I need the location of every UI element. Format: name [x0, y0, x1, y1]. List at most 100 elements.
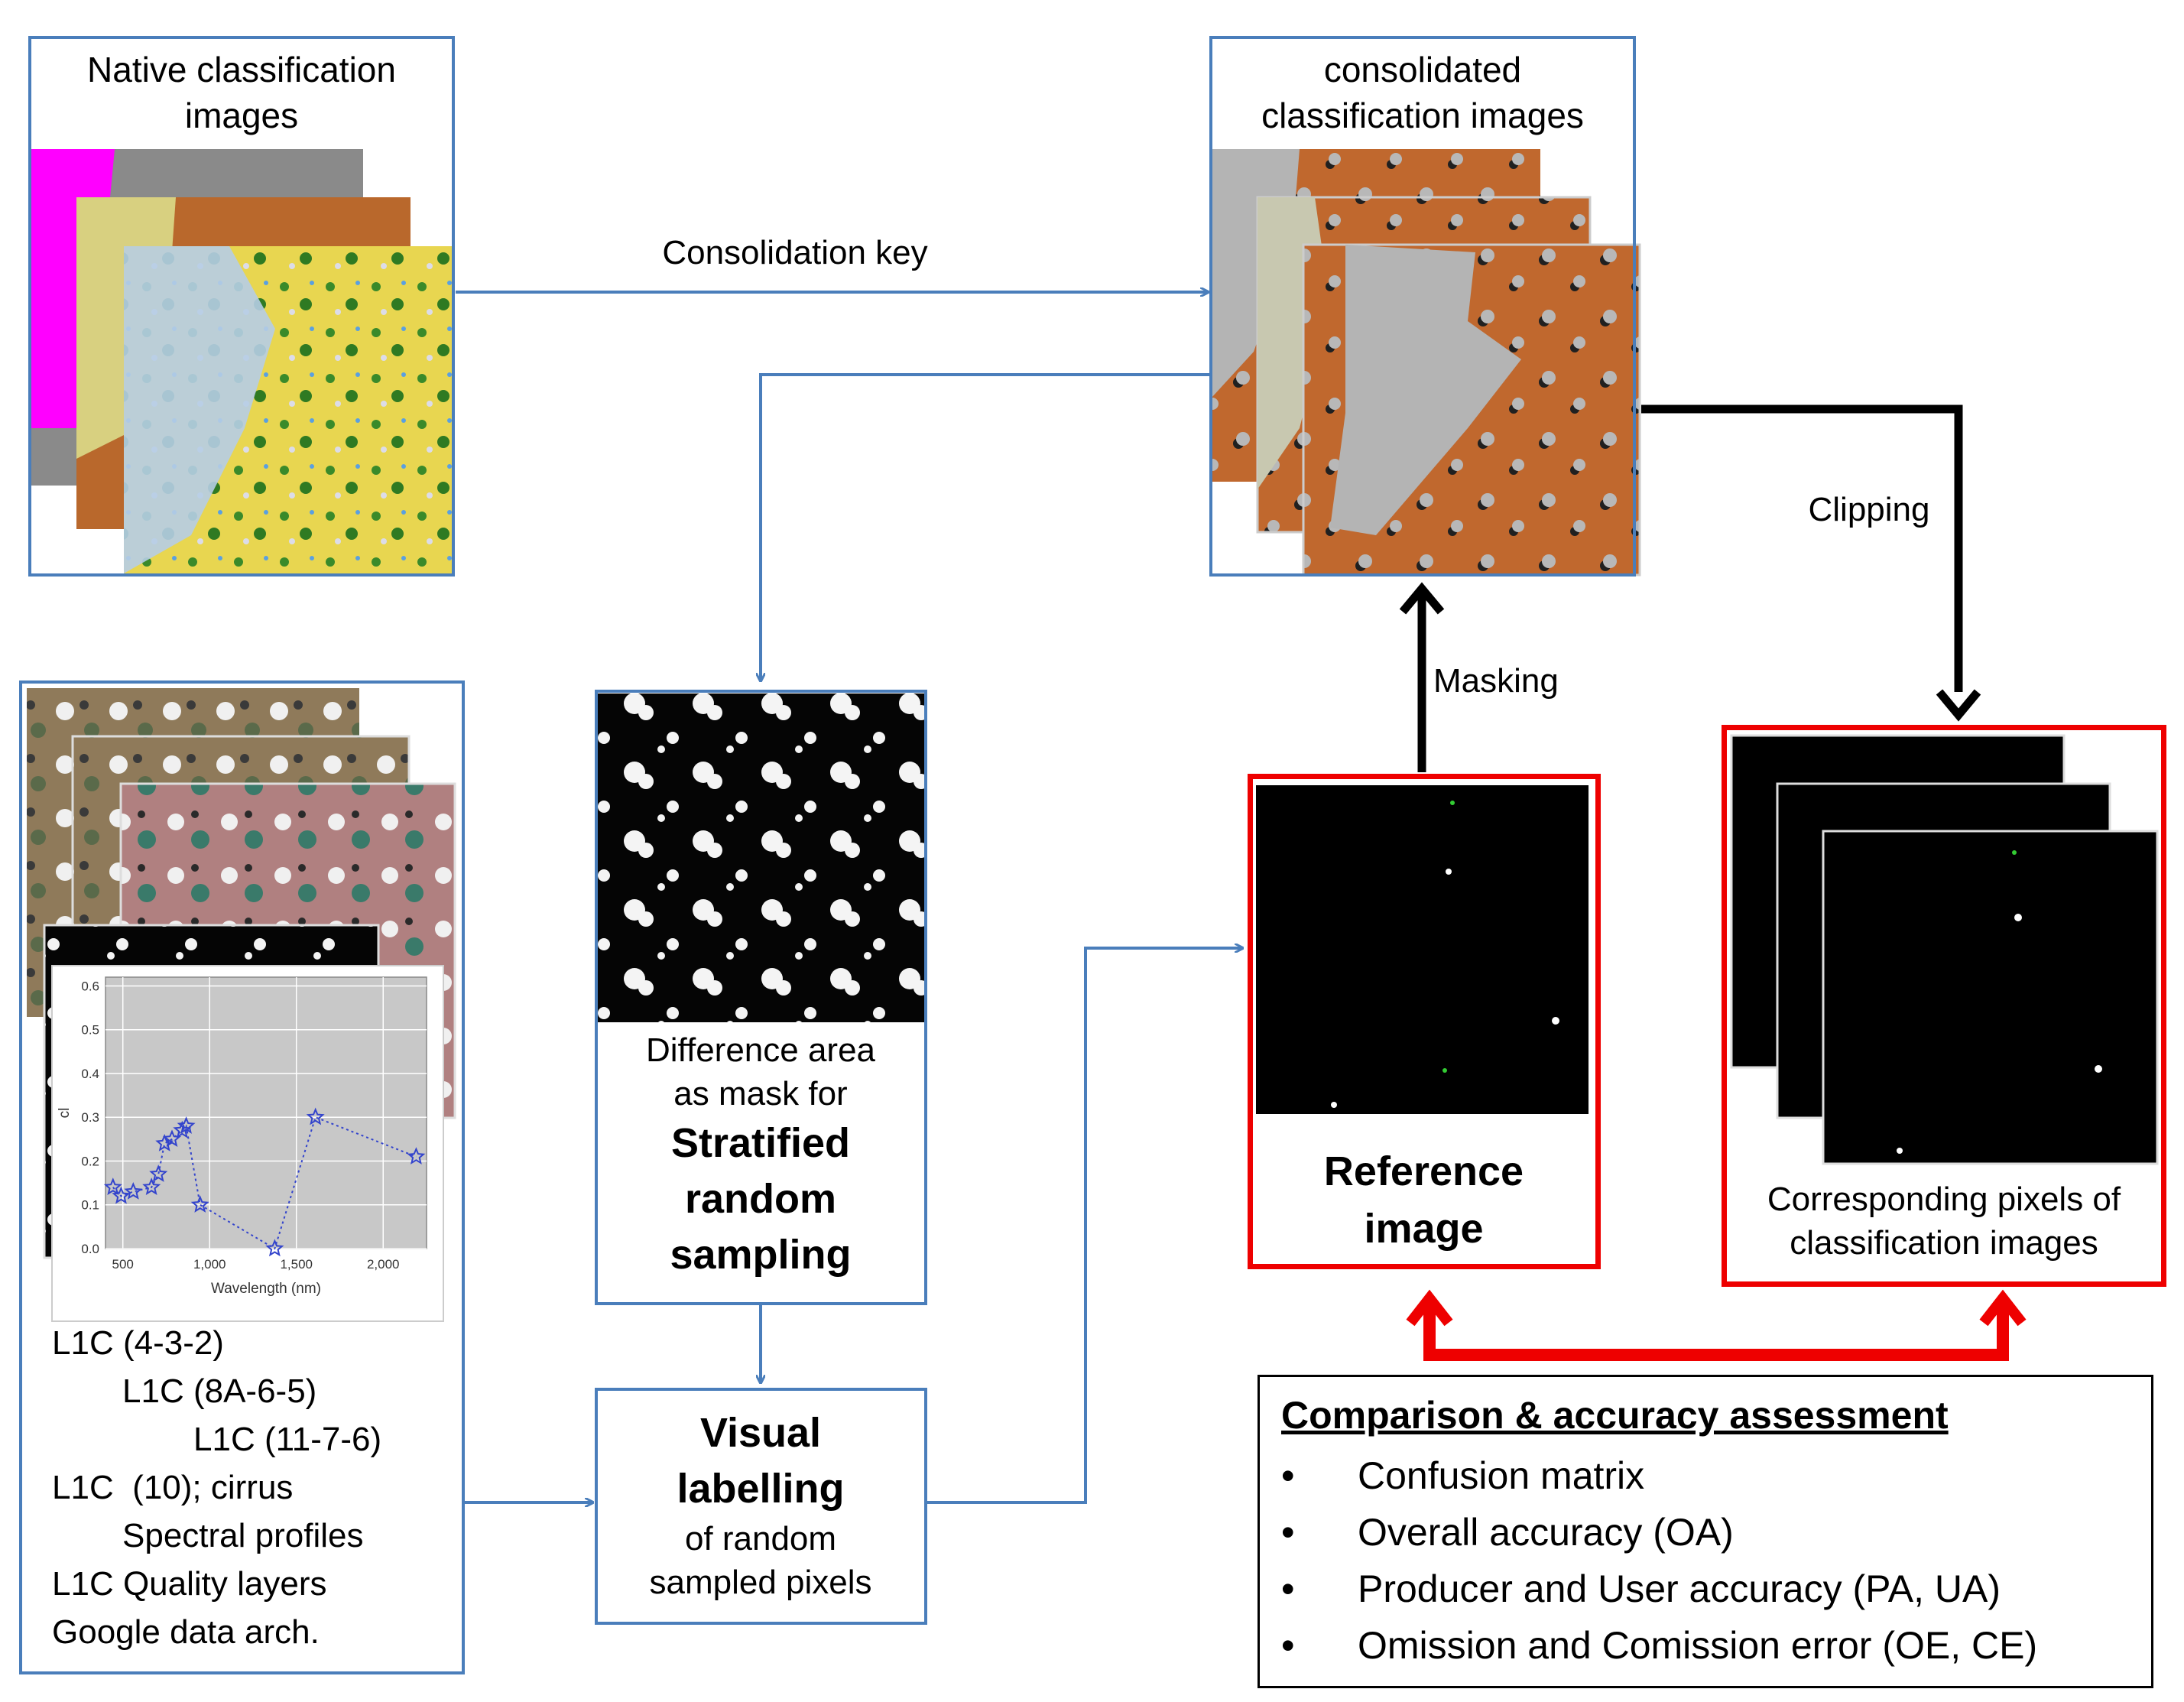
native-title-line2: images [184, 95, 299, 135]
chart-point [103, 1177, 122, 1196]
reference-image [1256, 785, 1589, 1114]
source-list: L1C (4-3-2) L1C (8A-6-5) L1C (11-7-6) L1… [52, 1319, 449, 1656]
difference-bold2: random [684, 1176, 837, 1223]
assessment-item: • Confusion matrix [1281, 1447, 2137, 1504]
chart-point [149, 1164, 168, 1182]
chart-y-tick-label: 0.5 [81, 1023, 99, 1038]
source-data-box [19, 680, 465, 1674]
consolidated-title: consolidated classification images [1212, 47, 1634, 139]
chart-point [190, 1195, 209, 1213]
bullet: • [1281, 1567, 1295, 1610]
visual-labelling-box [595, 1388, 927, 1625]
corresponding-pixels-stack [1730, 734, 2159, 1165]
consolidated-classification-box [1209, 36, 1636, 577]
spectral-profile-chart: 0.0 0.1 0.2 0.3 0.4 0.5 0.6 500 1,000 1,500 2,000W… [51, 965, 444, 1322]
comparison-double-arrow [1423, 1304, 2009, 1361]
labelling-bold2: labelling [677, 1465, 845, 1512]
reference-image-box [1248, 774, 1601, 1269]
chart-x-tick-label: 2,000 [367, 1257, 400, 1272]
source-item: Spectral profiles [122, 1517, 364, 1554]
native-classification-box [28, 36, 455, 577]
consolidated-to-mask-arrow [761, 373, 1212, 680]
native-layer-3-cloud [124, 246, 275, 573]
consolidated-layer-3-gray [1330, 245, 1521, 535]
labelling-to-reference-arrow [926, 948, 1242, 1504]
consolidated-title-line2: classification images [1261, 95, 1584, 135]
corresponding-line1: Corresponding pixels of [1767, 1181, 2121, 1218]
difference-caption: Difference area as mask for Stratified r… [596, 1028, 925, 1283]
accuracy-assessment-box [1258, 1375, 2153, 1688]
bullet: • [1281, 1624, 1295, 1667]
chart-y-tick-label: 0.2 [81, 1154, 99, 1168]
assessment-item-label: Omission and Comission error (OE, CE) [1358, 1624, 2038, 1667]
chart-x-axis-label: Wavelength (nm) [211, 1281, 321, 1297]
source-item: L1C Quality layers [52, 1565, 327, 1603]
labelling-line1: of random [684, 1519, 837, 1557]
assessment-title: Comparison & accuracy assessment [1281, 1394, 1949, 1437]
difference-area-box [595, 690, 927, 1305]
bullet: • [1281, 1511, 1295, 1554]
source-item: Google data arch. [52, 1613, 320, 1651]
comparison-arrowhead-right [1979, 1289, 2027, 1327]
assessment-list: • Confusion matrix • Overall accuracy (O… [1281, 1447, 2137, 1674]
chart-x-tick-label: 1,500 [280, 1257, 313, 1272]
consolidated-title-line1: consolidated [1323, 50, 1522, 89]
labelling-line2: sampled pixels [649, 1563, 872, 1601]
chart-point [155, 1134, 174, 1151]
chart-y-axis-label: cl [57, 1108, 73, 1119]
clipping-label: Clipping [1808, 491, 1930, 528]
chart-y-tick-label: 0.0 [81, 1242, 99, 1256]
reference-bold2: image [1364, 1205, 1484, 1252]
chart-point [306, 1107, 325, 1125]
chart-point [124, 1182, 143, 1200]
chart-y-tick-label: 0.6 [81, 979, 99, 993]
native-title: Native classification images [31, 47, 453, 139]
source-item: L1C (11-7-6) [193, 1421, 382, 1458]
chart-point [407, 1147, 426, 1164]
chart-point [177, 1116, 196, 1134]
assessment-item-label: Overall accuracy (OA) [1358, 1511, 1734, 1554]
difference-line2: as mask for [673, 1075, 848, 1113]
clipping-arrow [1641, 404, 1963, 692]
consolidated-classification-stack [1212, 149, 1641, 577]
chart-point [265, 1239, 284, 1257]
difference-mask-image [598, 693, 926, 1022]
source-item: L1C (10); cirrus [52, 1469, 294, 1506]
difference-bold1: Stratified [670, 1120, 851, 1167]
native-title-line1: Native classification [87, 50, 396, 89]
source-item: L1C (8A-6-5) [122, 1372, 317, 1410]
source-item: L1C (4-3-2) [52, 1324, 224, 1362]
chart-series-line [112, 1116, 417, 1250]
chart-y-tick-label: 0.3 [81, 1110, 99, 1125]
bullet: • [1281, 1454, 1295, 1497]
chart-x-tick-label: 1,000 [193, 1257, 226, 1272]
chart-point [112, 1186, 131, 1204]
difference-bold3: sampling [670, 1232, 852, 1278]
assessment-item: • Overall accuracy (OA) [1281, 1504, 2137, 1561]
labelling-caption: Visual labelling of random sampled pixel… [596, 1405, 925, 1604]
assessment-item: • Omission and Comission error (OE, CE) [1281, 1617, 2137, 1674]
corresponding-pixels-box [1722, 725, 2166, 1287]
clipping-arrowhead [1936, 689, 1981, 722]
native-classification-stack [31, 149, 453, 573]
corresponding-caption: Corresponding pixels of classification i… [1726, 1177, 2162, 1265]
comparison-arrowhead-left [1406, 1289, 1453, 1327]
assessment-item-label: Producer and User accuracy (PA, UA) [1358, 1567, 2001, 1610]
chart-y-tick-label: 0.1 [81, 1198, 99, 1213]
reference-caption: Reference image [1254, 1143, 1594, 1257]
chart-point [142, 1177, 161, 1196]
reference-bold1: Reference [1323, 1148, 1524, 1194]
masking-label: Masking [1433, 662, 1559, 700]
corresponding-line2: classification images [1790, 1224, 2098, 1262]
chart-point [173, 1120, 192, 1138]
chart-x-tick-label: 500 [112, 1257, 134, 1272]
difference-line1: Difference area [645, 1031, 876, 1069]
chart-plot-area [105, 976, 427, 1249]
consolidation-key-label: Consolidation key [662, 234, 928, 271]
assessment-item: • Producer and User accuracy (PA, UA) [1281, 1561, 2137, 1617]
chart-y-tick-label: 0.4 [81, 1067, 99, 1081]
assessment-item-label: Confusion matrix [1358, 1454, 1645, 1497]
labelling-bold1: Visual [699, 1410, 822, 1456]
masking-arrowhead [1399, 582, 1445, 615]
